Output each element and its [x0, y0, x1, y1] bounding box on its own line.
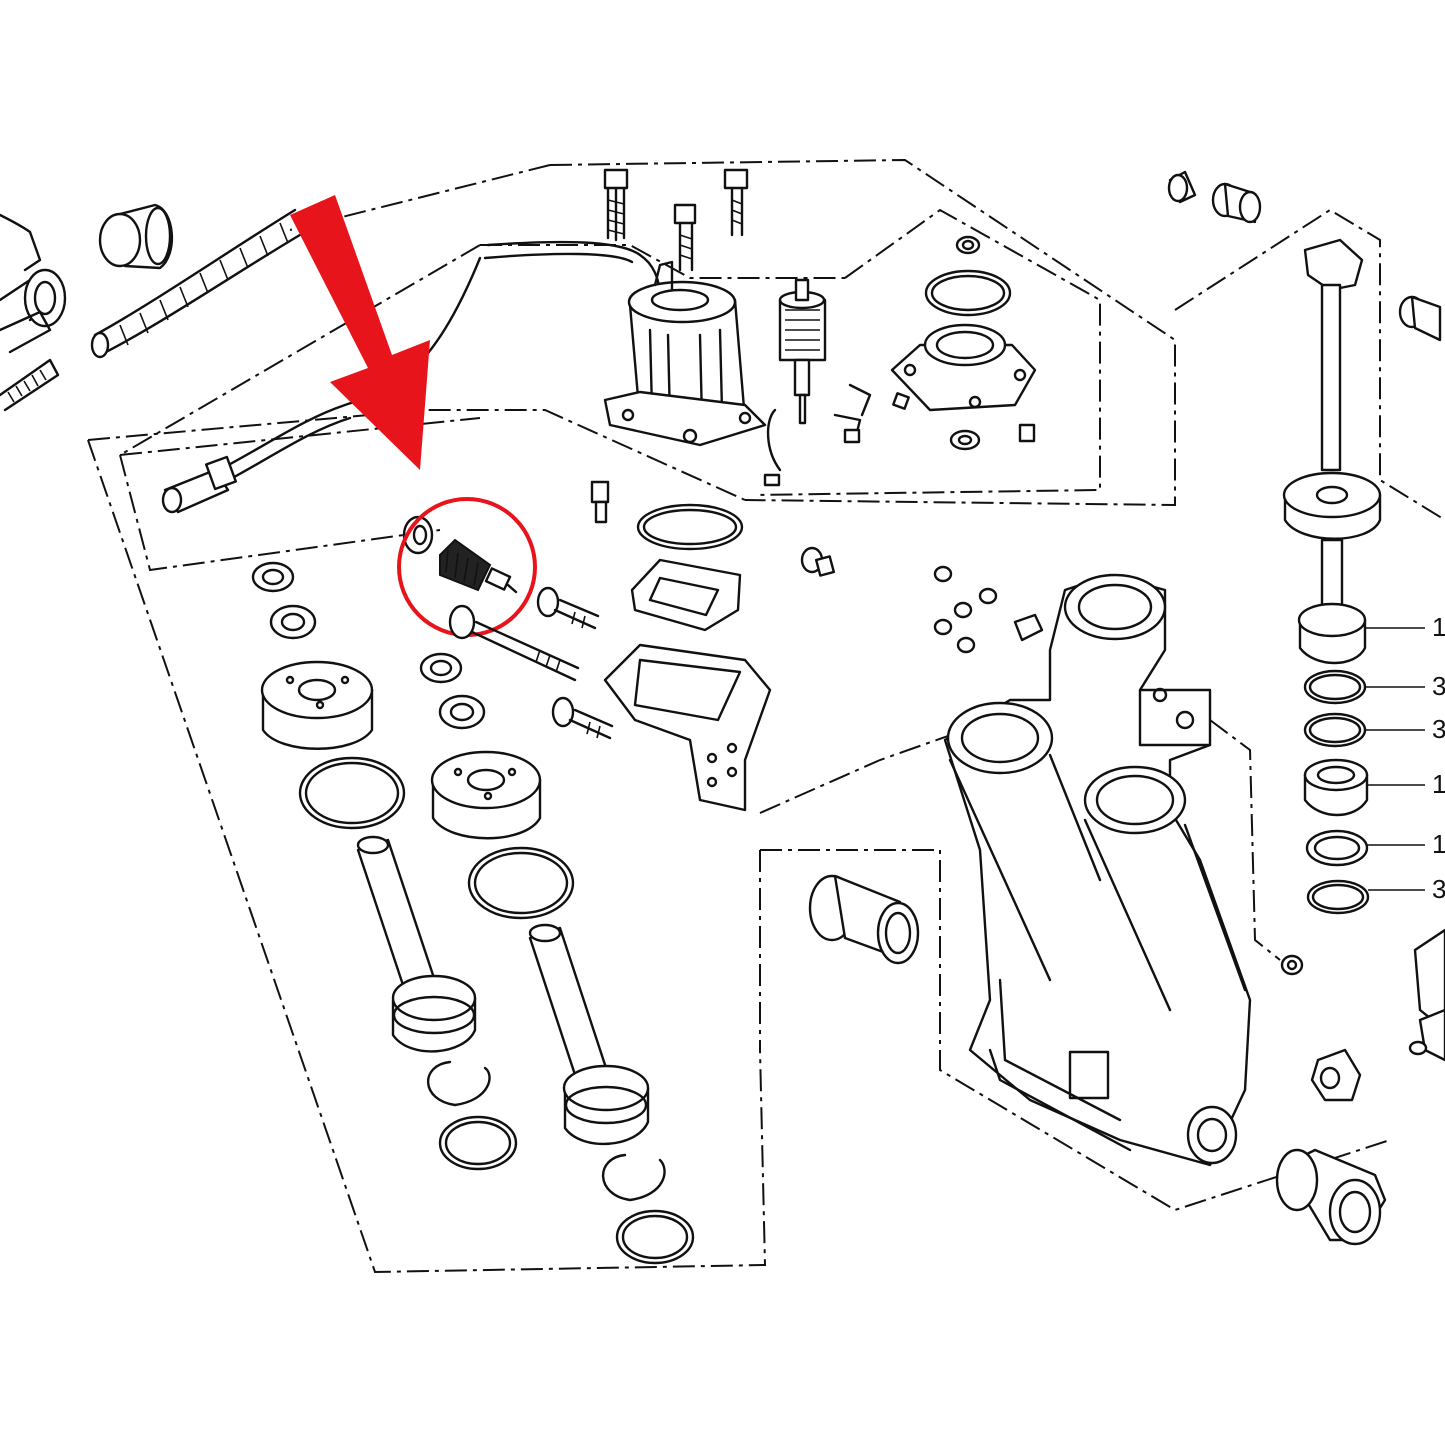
bolt-3 — [673, 203, 697, 272]
bolt-2 — [723, 168, 749, 237]
bolt-long — [448, 604, 580, 682]
tilt-motor — [603, 260, 767, 447]
armature — [778, 278, 827, 425]
callout-label: 1 — [1432, 769, 1445, 799]
group-outlines — [87, 158, 1445, 1274]
bolt-short-1 — [536, 586, 600, 630]
brush-parts — [763, 383, 910, 487]
callout-label: 3 — [1432, 874, 1445, 904]
right-shaft-assembly — [1167, 170, 1442, 915]
bolt-1 — [603, 168, 629, 242]
left-cylinder — [251, 561, 518, 1171]
valve-block — [590, 480, 836, 812]
bushing — [808, 874, 920, 965]
hose-assembly — [0, 203, 662, 514]
nuts-cluster — [933, 565, 1044, 654]
manual-release-valve — [402, 515, 518, 594]
bolt-short-2 — [551, 696, 614, 740]
red-arrow-icon — [290, 195, 430, 470]
callout-label: 1 — [1432, 829, 1445, 859]
small-hardware — [448, 565, 1044, 740]
motor-bolts — [603, 168, 910, 487]
tilt-trim-housing — [943, 573, 1252, 1167]
middle-cylinder — [419, 652, 695, 1265]
callout-label: 3 — [1432, 671, 1445, 701]
end-cap-assembly — [890, 235, 1037, 451]
callout-label: 3 — [1432, 714, 1445, 744]
bottom-right-parts — [1275, 928, 1445, 1246]
callout-label: 1 — [1432, 612, 1445, 642]
